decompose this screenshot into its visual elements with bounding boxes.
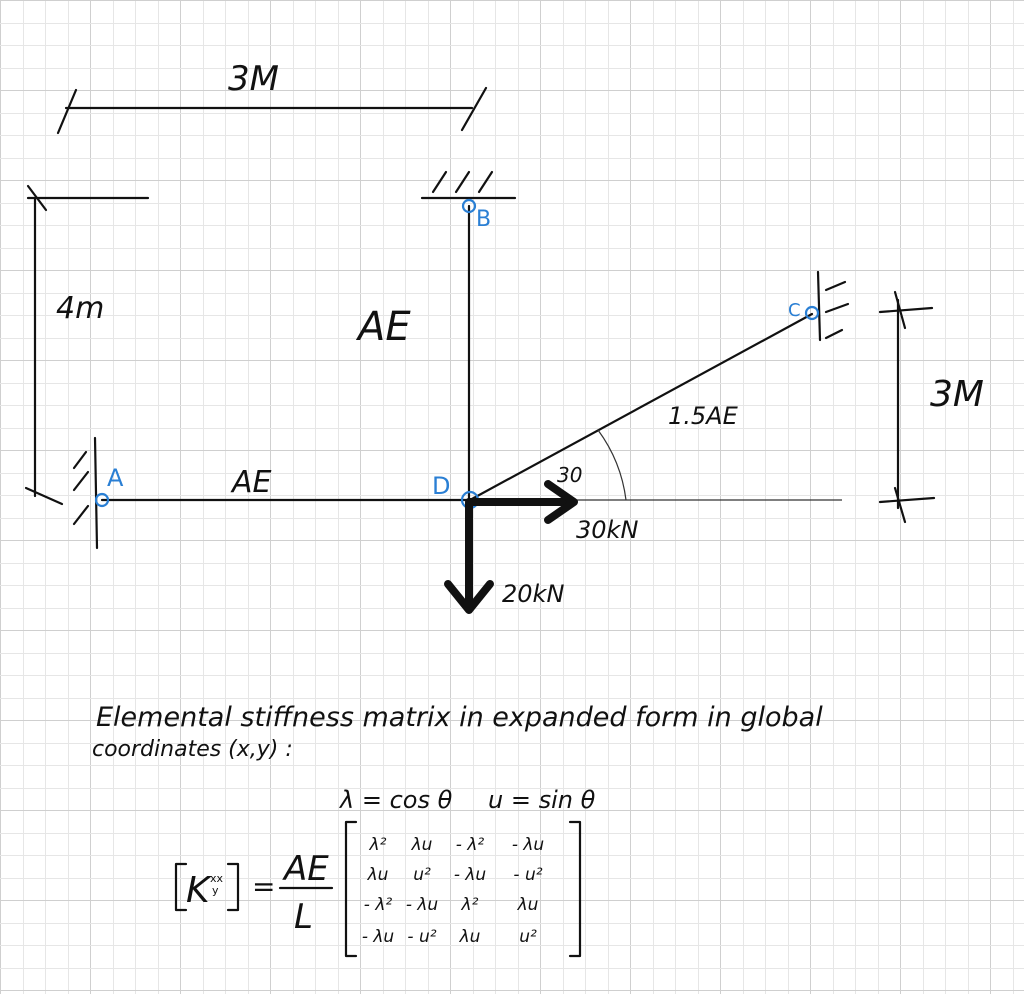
load-vertical-arrow: 20kN	[444, 498, 564, 614]
node-b-label: B	[476, 207, 491, 232]
note-line-1: Elemental stiffness matrix in expanded f…	[96, 702, 823, 733]
member-cd-label: 1.5AE	[668, 402, 739, 430]
member-cd: 1.5AE	[468, 312, 814, 502]
formula-lhs-sub: y	[212, 884, 219, 897]
node-c: C	[788, 300, 820, 321]
load-horizontal-label: 30kN	[576, 516, 638, 544]
formula-denominator: L	[294, 897, 313, 937]
load-vertical-label: 20kN	[502, 580, 564, 608]
support-a	[72, 436, 99, 550]
matrix-cell: - λu	[406, 895, 439, 915]
support-b	[420, 170, 517, 200]
dimension-left: 4m	[24, 184, 150, 506]
formula-numerator: AE	[282, 849, 329, 889]
formula-lhs-sup: xx	[210, 872, 224, 885]
matrix-cell: λ²	[461, 895, 479, 915]
stiffness-matrix: λ² λu - λ² - λu λu u² - λu - u² - λ² - λu λ² λu - λu…	[344, 820, 582, 958]
matrix-cells: λ² λu - λ² - λu λu u² - λu - u² - λ² - λu λ² λu - λu…	[362, 835, 545, 947]
matrix-cell: u²	[413, 865, 431, 885]
node-a-label: A	[107, 464, 124, 492]
dimension-right-label: 3M	[930, 374, 984, 415]
member-bd-label: AE	[355, 304, 411, 350]
angle-arc	[597, 429, 627, 501]
note-line-2: coordinates (x,y) :	[92, 737, 293, 762]
load-horizontal-arrow: 30kN	[466, 480, 638, 544]
dimension-left-label: 4m	[56, 291, 104, 326]
member-ad-label: AE	[230, 465, 272, 500]
matrix-cell: u²	[519, 927, 537, 947]
matrix-cell: λu	[459, 927, 481, 947]
angle-label: 30	[557, 463, 582, 487]
matrix-cell: - λu	[362, 927, 395, 947]
member-ad: AE	[100, 465, 472, 502]
matrix-cell: - λ²	[364, 895, 393, 915]
matrix-cell: λu	[367, 865, 389, 885]
matrix-cell: λ²	[369, 835, 387, 855]
definition-mu: u = sin θ	[488, 786, 596, 814]
stiffness-formula: K xx y = AE L	[174, 849, 334, 937]
dimension-right: 3M	[878, 290, 984, 524]
definition-lambda: λ = cos θ	[338, 786, 453, 814]
node-c-label: C	[788, 300, 801, 321]
matrix-cell: - u²	[407, 927, 436, 947]
dimension-top: 3M	[56, 59, 488, 135]
matrix-cell: λu	[517, 895, 539, 915]
node-d-label: D	[432, 472, 450, 500]
matrix-cell: - λ²	[456, 835, 485, 855]
node-b: B	[461, 198, 491, 232]
matrix-cell: λu	[411, 835, 433, 855]
formula-lhs: K	[186, 870, 212, 911]
matrix-cell: - λu	[512, 835, 545, 855]
matrix-cell: - u²	[513, 865, 542, 885]
node-a: A	[94, 464, 124, 508]
formula-equals: =	[252, 870, 275, 903]
support-c	[816, 270, 850, 342]
member-bd: AE	[355, 204, 471, 502]
matrix-cell: - λu	[454, 865, 487, 885]
dimension-top-label: 3M	[228, 59, 279, 99]
